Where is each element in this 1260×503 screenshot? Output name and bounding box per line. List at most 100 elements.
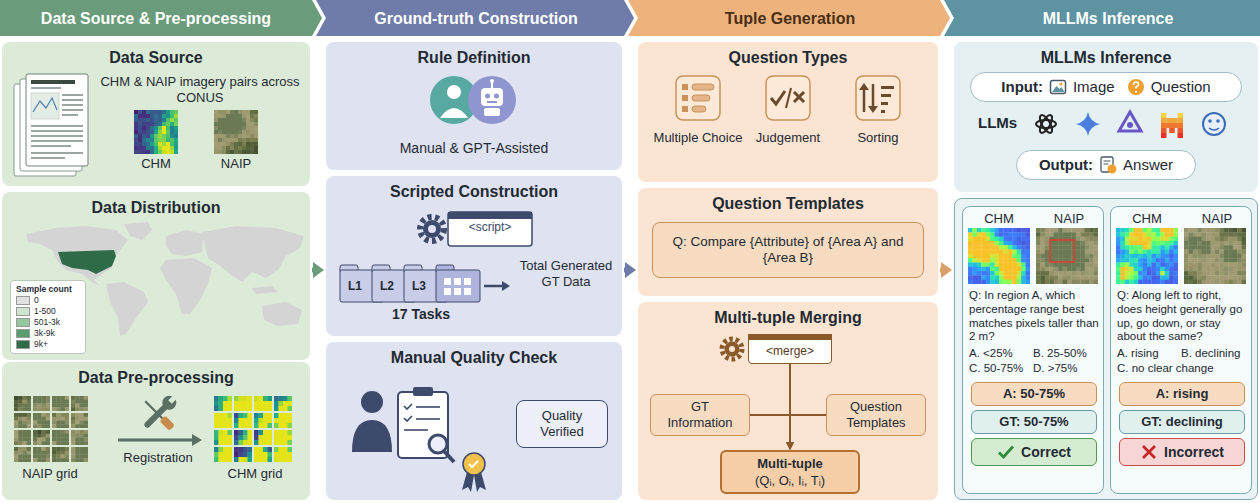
raster-image <box>1067 245 1072 250</box>
raster-image <box>995 254 1000 259</box>
raster-image <box>1003 262 1008 267</box>
raster-image <box>170 150 174 154</box>
raster-image <box>1026 267 1030 272</box>
raster-image <box>219 406 224 411</box>
level-label: L2 <box>375 279 399 293</box>
raster-image <box>162 146 166 150</box>
raster-image <box>71 451 76 455</box>
raster-image <box>1054 262 1059 267</box>
raster-image <box>170 118 174 122</box>
raster-image <box>226 134 230 138</box>
raster-image <box>230 150 234 154</box>
legend-row: 501-3k <box>16 317 80 328</box>
raster-image <box>1094 254 1098 259</box>
raster-image <box>995 245 1000 250</box>
description-text: CHM & NAIP imagery pairs across CONUS <box>98 74 302 105</box>
raster-image <box>999 258 1004 263</box>
raster-image <box>1003 280 1008 284</box>
raster-image <box>42 404 47 408</box>
raster-image <box>230 118 234 122</box>
raster-image <box>263 457 268 462</box>
raster-image <box>1125 275 1130 280</box>
raster-image <box>1143 250 1148 255</box>
raster-image <box>1160 228 1165 233</box>
raster-image <box>1160 271 1165 276</box>
document-icon <box>31 152 83 154</box>
raster-image <box>18 413 23 417</box>
raster-image <box>1147 245 1152 250</box>
raster-image <box>1085 254 1090 259</box>
raster-image <box>248 413 253 418</box>
raster-image <box>1151 258 1156 263</box>
raster-image <box>1160 250 1165 255</box>
sorting-icon <box>856 76 900 120</box>
raster-image <box>18 438 23 442</box>
panel-title: Multi-tuple Merging <box>638 308 938 327</box>
raster-image <box>1040 254 1045 259</box>
raster-image <box>263 401 268 406</box>
raster-image <box>23 430 28 434</box>
model-logos <box>1038 113 1055 134</box>
raster-image <box>226 114 230 118</box>
raster-image <box>1147 275 1152 280</box>
raster-image <box>1202 258 1207 263</box>
raster-image <box>1174 250 1178 255</box>
count-label: 17 Tasks <box>346 306 496 323</box>
raster-image <box>254 401 259 406</box>
flow-arrow <box>502 281 510 291</box>
type-label: Multiple Choice <box>653 130 743 146</box>
raster-image <box>219 435 224 440</box>
raster-image <box>218 138 222 142</box>
sorting-icon <box>859 83 869 90</box>
raster-image <box>274 406 279 411</box>
raster-image <box>1151 271 1156 276</box>
raster-image <box>1233 254 1238 259</box>
raster-image <box>977 237 982 242</box>
raster-image <box>142 110 146 114</box>
model-logos <box>1036 120 1056 128</box>
raster-image <box>80 441 85 445</box>
raster-image <box>71 417 76 421</box>
raster-image <box>1036 237 1041 242</box>
raster-image <box>214 126 218 130</box>
raster-image <box>274 396 292 411</box>
raster-image <box>1063 250 1068 255</box>
raster-image <box>1165 258 1170 263</box>
raster-image <box>1219 241 1224 246</box>
raster-image <box>65 438 69 442</box>
raster-image <box>268 406 273 411</box>
raster-image <box>75 455 80 459</box>
raster-image <box>14 438 19 442</box>
raster-image <box>138 118 142 122</box>
raster-image <box>1197 232 1202 237</box>
raster-image <box>1138 267 1143 272</box>
raster-image <box>214 114 218 118</box>
raster-image <box>214 430 219 435</box>
raster-image <box>1036 250 1041 255</box>
model-logos <box>1127 122 1133 128</box>
panel-title: Question Templates <box>638 194 938 213</box>
raster-image <box>214 142 218 146</box>
raster-image <box>52 451 57 455</box>
registration-arrow <box>118 439 192 442</box>
raster-image <box>23 455 28 459</box>
raster-image <box>14 434 19 438</box>
raster-image <box>968 280 973 284</box>
panel-title: Rule Definition <box>326 48 622 67</box>
raster-image <box>1036 275 1041 280</box>
raster-image <box>259 413 264 418</box>
raster-image <box>1242 275 1246 280</box>
raster-image <box>174 142 178 146</box>
raster-image <box>138 138 142 142</box>
raster-image <box>1129 237 1134 242</box>
raster-image <box>246 130 250 134</box>
raster-image <box>33 458 38 462</box>
raster-image <box>1008 245 1013 250</box>
raster-image <box>1067 267 1072 272</box>
raster-image <box>170 126 174 130</box>
raster-image <box>61 430 66 434</box>
raster-image <box>1197 275 1202 280</box>
raster-image <box>263 435 268 440</box>
raster-image <box>1242 280 1246 284</box>
raster-image <box>986 245 991 250</box>
